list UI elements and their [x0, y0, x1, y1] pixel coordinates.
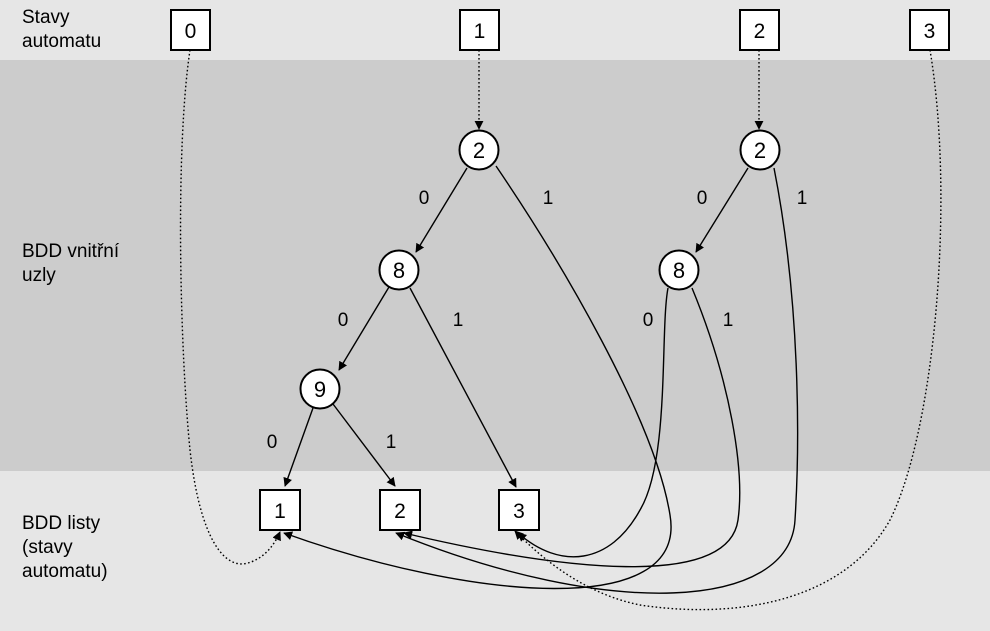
state-box-2: 2 — [739, 9, 780, 51]
leaf-box-2-label: 2 — [394, 500, 406, 523]
band-label-middle: BDD vnitřní uzly — [22, 241, 120, 286]
band-label-bottom: BDD listy (stavy automatu) — [22, 513, 108, 582]
inner-node-right-root-label: 2 — [754, 138, 766, 163]
edge-right-mid-0 — [517, 287, 669, 558]
inner-node-left-low: 9 — [299, 368, 341, 410]
edge-state0-to-leaf1 — [179, 49, 281, 565]
inner-node-right-mid-label: 8 — [673, 258, 685, 283]
edge-right-root-0 — [695, 167, 749, 253]
inner-node-left-mid-label: 8 — [393, 258, 405, 283]
inner-nodes: 2 8 9 2 8 — [299, 129, 781, 410]
edge-label-right-mid-1: 1 — [723, 310, 734, 331]
edge-left-root-0 — [415, 167, 468, 253]
band-bdd-inner-nodes — [0, 60, 990, 471]
edge-left-low-0 — [283, 407, 314, 487]
leaf-box-3: 3 — [498, 489, 540, 531]
edge-label-left-root-0: 0 — [419, 188, 430, 209]
inner-node-left-low-label: 9 — [314, 377, 326, 402]
edge-label-left-low-0: 0 — [267, 432, 278, 453]
inner-node-left-root-label: 2 — [473, 138, 485, 163]
inner-node-right-mid: 8 — [658, 249, 700, 291]
edge-labels: 0 1 0 1 0 1 0 1 0 1 — [267, 188, 808, 453]
state-box-0-label: 0 — [185, 20, 197, 43]
edge-state3-to-leaf3 — [514, 49, 942, 611]
state-box-3: 3 — [909, 9, 950, 51]
edge-label-left-root-1: 1 — [543, 188, 554, 209]
state-box-1-label: 1 — [474, 20, 486, 43]
leaf-box-2: 2 — [379, 489, 421, 531]
edge-left-low-1 — [332, 403, 396, 487]
edge-label-right-root-0: 0 — [697, 188, 708, 209]
inner-node-left-root: 2 — [458, 129, 500, 171]
edge-right-mid-1 — [403, 287, 741, 568]
state-box-2-label: 2 — [754, 20, 766, 43]
edge-label-right-mid-0: 0 — [643, 310, 654, 331]
edge-right-root-1 — [395, 167, 799, 594]
edge-label-left-mid-0: 0 — [338, 310, 349, 331]
state-box-3-label: 3 — [924, 20, 936, 43]
state-box-0: 0 — [170, 9, 211, 51]
edges — [179, 49, 942, 611]
leaf-box-1-label: 1 — [274, 500, 286, 523]
inner-node-left-mid: 8 — [378, 249, 420, 291]
band-label-top: Stavy automatu — [22, 7, 102, 52]
edge-left-mid-0 — [338, 286, 390, 371]
edge-left-mid-1 — [409, 287, 517, 488]
leaf-box-3-label: 3 — [513, 500, 525, 523]
edge-label-right-root-1: 1 — [797, 188, 808, 209]
leaf-nodes: 1 2 3 — [259, 489, 540, 531]
band-bdd-leaves — [0, 471, 990, 631]
state-box-1: 1 — [459, 9, 500, 51]
edge-left-root-1 — [283, 165, 672, 590]
leaf-box-1: 1 — [259, 489, 301, 531]
inner-node-right-root: 2 — [739, 129, 781, 171]
edge-label-left-mid-1: 1 — [453, 310, 464, 331]
state-boxes: 0 1 2 3 — [170, 9, 950, 51]
edge-label-left-low-1: 1 — [386, 432, 397, 453]
